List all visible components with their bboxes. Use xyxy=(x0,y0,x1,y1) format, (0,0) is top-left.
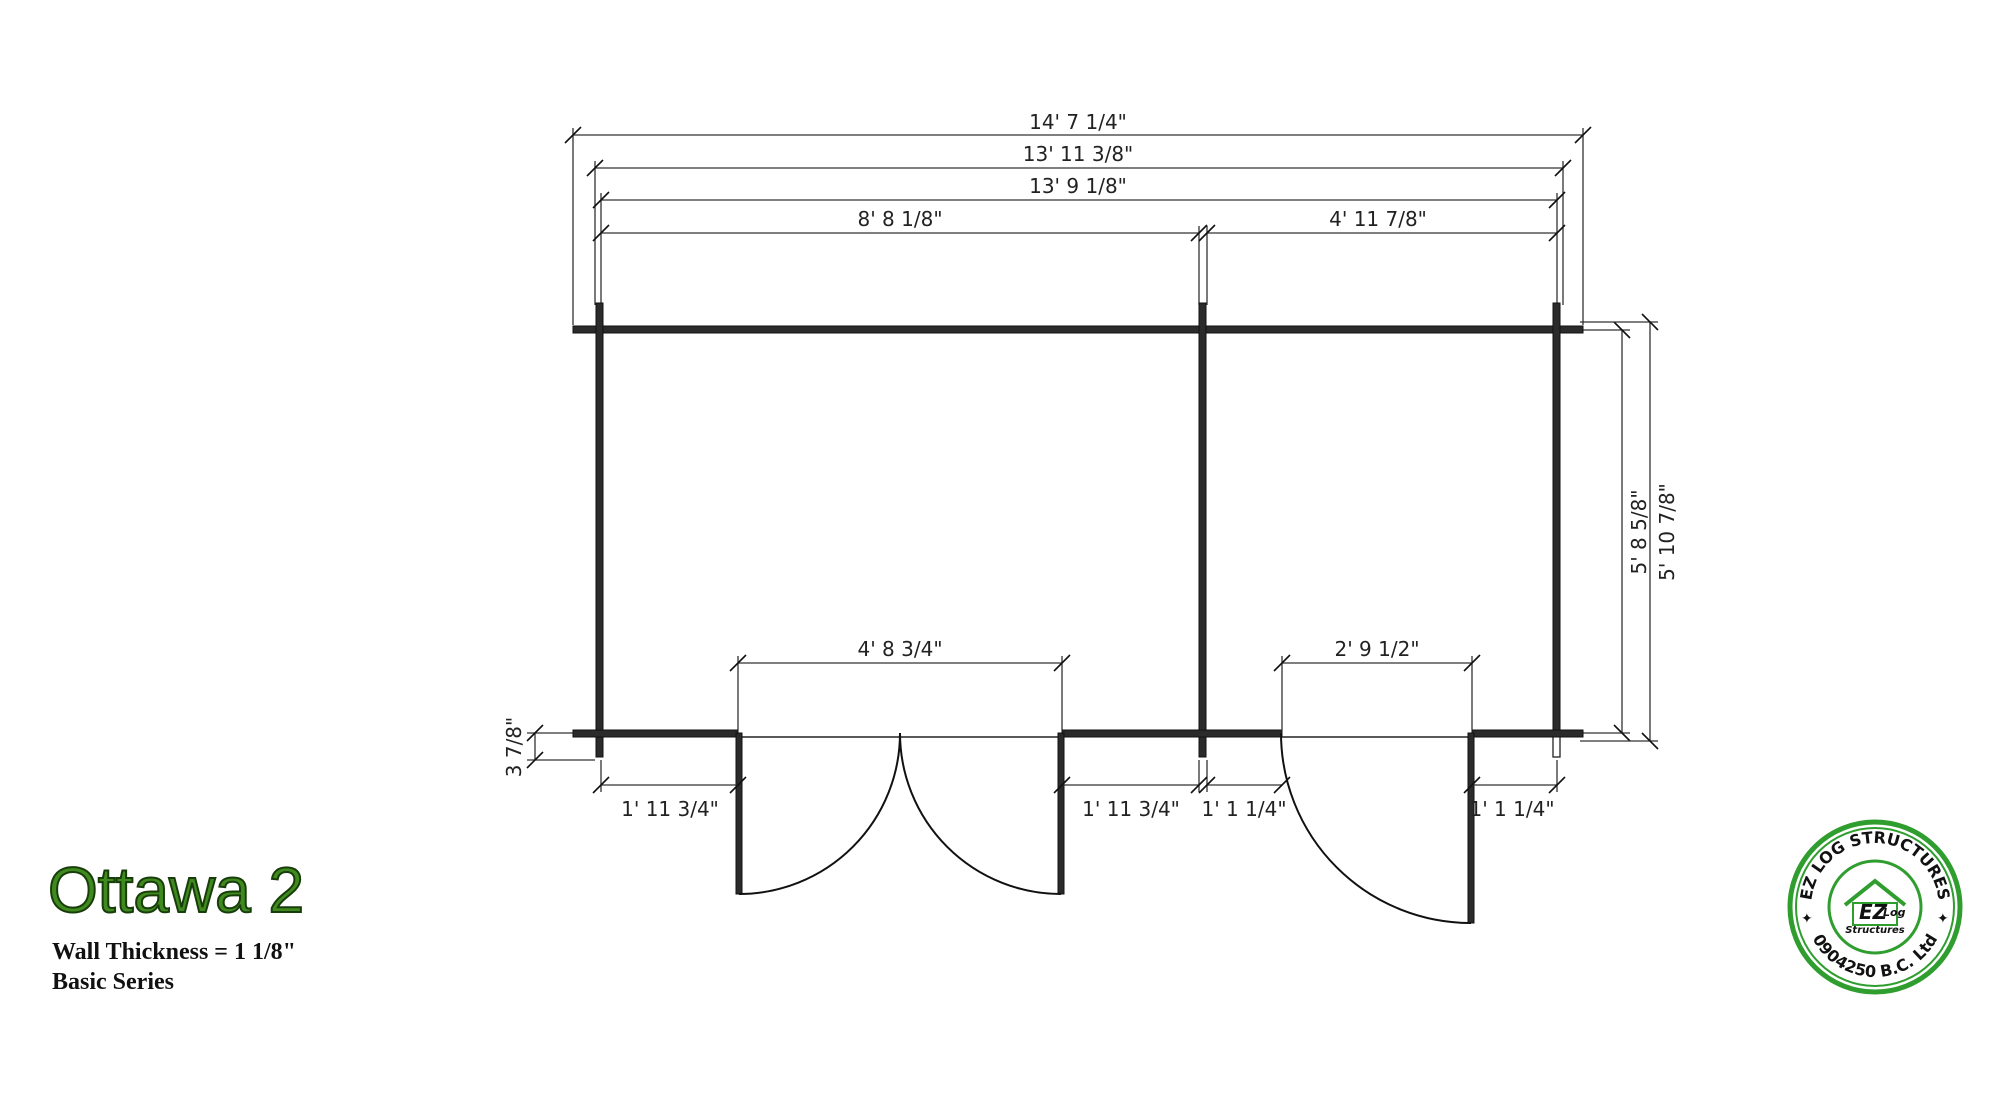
dimension-overall-inner: 13' 9 1/8" xyxy=(592,174,1566,305)
door-swing xyxy=(1280,732,1472,924)
wall-thickness-label: Wall Thickness = 1 1/8" xyxy=(52,939,296,965)
maple-leaf-icon: ✦ xyxy=(1801,912,1813,927)
dimension-depth-outer: 5' 10 7/8" xyxy=(1580,313,1679,750)
partition-wall xyxy=(1198,302,1207,758)
dimension-overhang: 3 7/8" xyxy=(502,717,600,777)
dimension-single-door-opening: 2' 9 1/2" xyxy=(1273,637,1481,730)
dimension-right-room: 4' 11 7/8" xyxy=(1198,207,1566,242)
front-wall-right xyxy=(1471,729,1584,738)
back-wall xyxy=(572,325,1584,334)
logo-inner-ring xyxy=(1795,827,1955,987)
dimension-label: 2' 9 1/2" xyxy=(1334,637,1419,661)
dimension-overall-mid: 13' 11 3/8" xyxy=(586,142,1572,305)
front-wall-middle xyxy=(1061,729,1283,738)
dimension-label: 3 7/8" xyxy=(502,717,526,777)
dimension-label: 13' 9 1/8" xyxy=(1029,174,1127,198)
logo-mark-ez: EZ xyxy=(1859,900,1888,924)
dimension-bottom-segments: 1' 11 3/4" 1' 11 3/4" 1' 1 1/4" 1' 1 1/4… xyxy=(592,760,1566,821)
double-door xyxy=(735,732,1065,895)
series-label: Basic Series xyxy=(52,969,174,995)
dimension-label: 1' 11 3/4" xyxy=(1082,797,1180,821)
dimension-depth-inner: 5' 8 5/8" xyxy=(1560,321,1651,742)
dimension-label: 4' 8 3/4" xyxy=(857,637,942,661)
dimension-label: 13' 11 3/8" xyxy=(1023,142,1134,166)
door-leaf-right xyxy=(1057,732,1065,895)
dimension-label: 14' 7 1/4" xyxy=(1029,110,1127,134)
door-leaf-left xyxy=(735,732,743,895)
right-wall xyxy=(1552,302,1561,734)
dimension-label: 8' 8 1/8" xyxy=(857,207,942,231)
dimension-label: 4' 11 7/8" xyxy=(1329,207,1427,231)
door-leaf xyxy=(1467,732,1475,924)
logo-mark-structures: Structures xyxy=(1845,925,1905,936)
left-wall xyxy=(595,302,604,758)
dimension-label: 1' 1 1/4" xyxy=(1201,797,1286,821)
logo-center-ring xyxy=(1827,859,1923,955)
company-logo: EZ LOG STRUCTURES 0904250 B.C. Ltd ✦ ✦ E… xyxy=(1787,819,1963,995)
dimension-left-room: 8' 8 1/8" xyxy=(592,207,1208,305)
front-wall-left xyxy=(572,729,739,738)
dimension-overall-outer: 14' 7 1/4" xyxy=(564,110,1592,325)
door-swing-left xyxy=(738,732,901,895)
dimension-label: 5' 10 7/8" xyxy=(1655,483,1679,581)
logo-mark-log: Log xyxy=(1883,906,1906,919)
maple-leaf-icon: ✦ xyxy=(1937,912,1949,927)
dimension-double-door-opening: 4' 8 3/4" xyxy=(729,637,1071,730)
plan-title: Ottawa 2 xyxy=(47,854,305,926)
door-swing-right xyxy=(899,732,1062,895)
dimension-label: 1' 11 3/4" xyxy=(621,797,719,821)
walls xyxy=(572,302,1584,758)
dimension-label: 5' 8 5/8" xyxy=(1627,489,1651,574)
single-door xyxy=(1280,732,1475,924)
dimension-label: 1' 1 1/4" xyxy=(1469,797,1554,821)
logo-outer-ring xyxy=(1787,819,1963,995)
house-icon xyxy=(1843,878,1907,926)
